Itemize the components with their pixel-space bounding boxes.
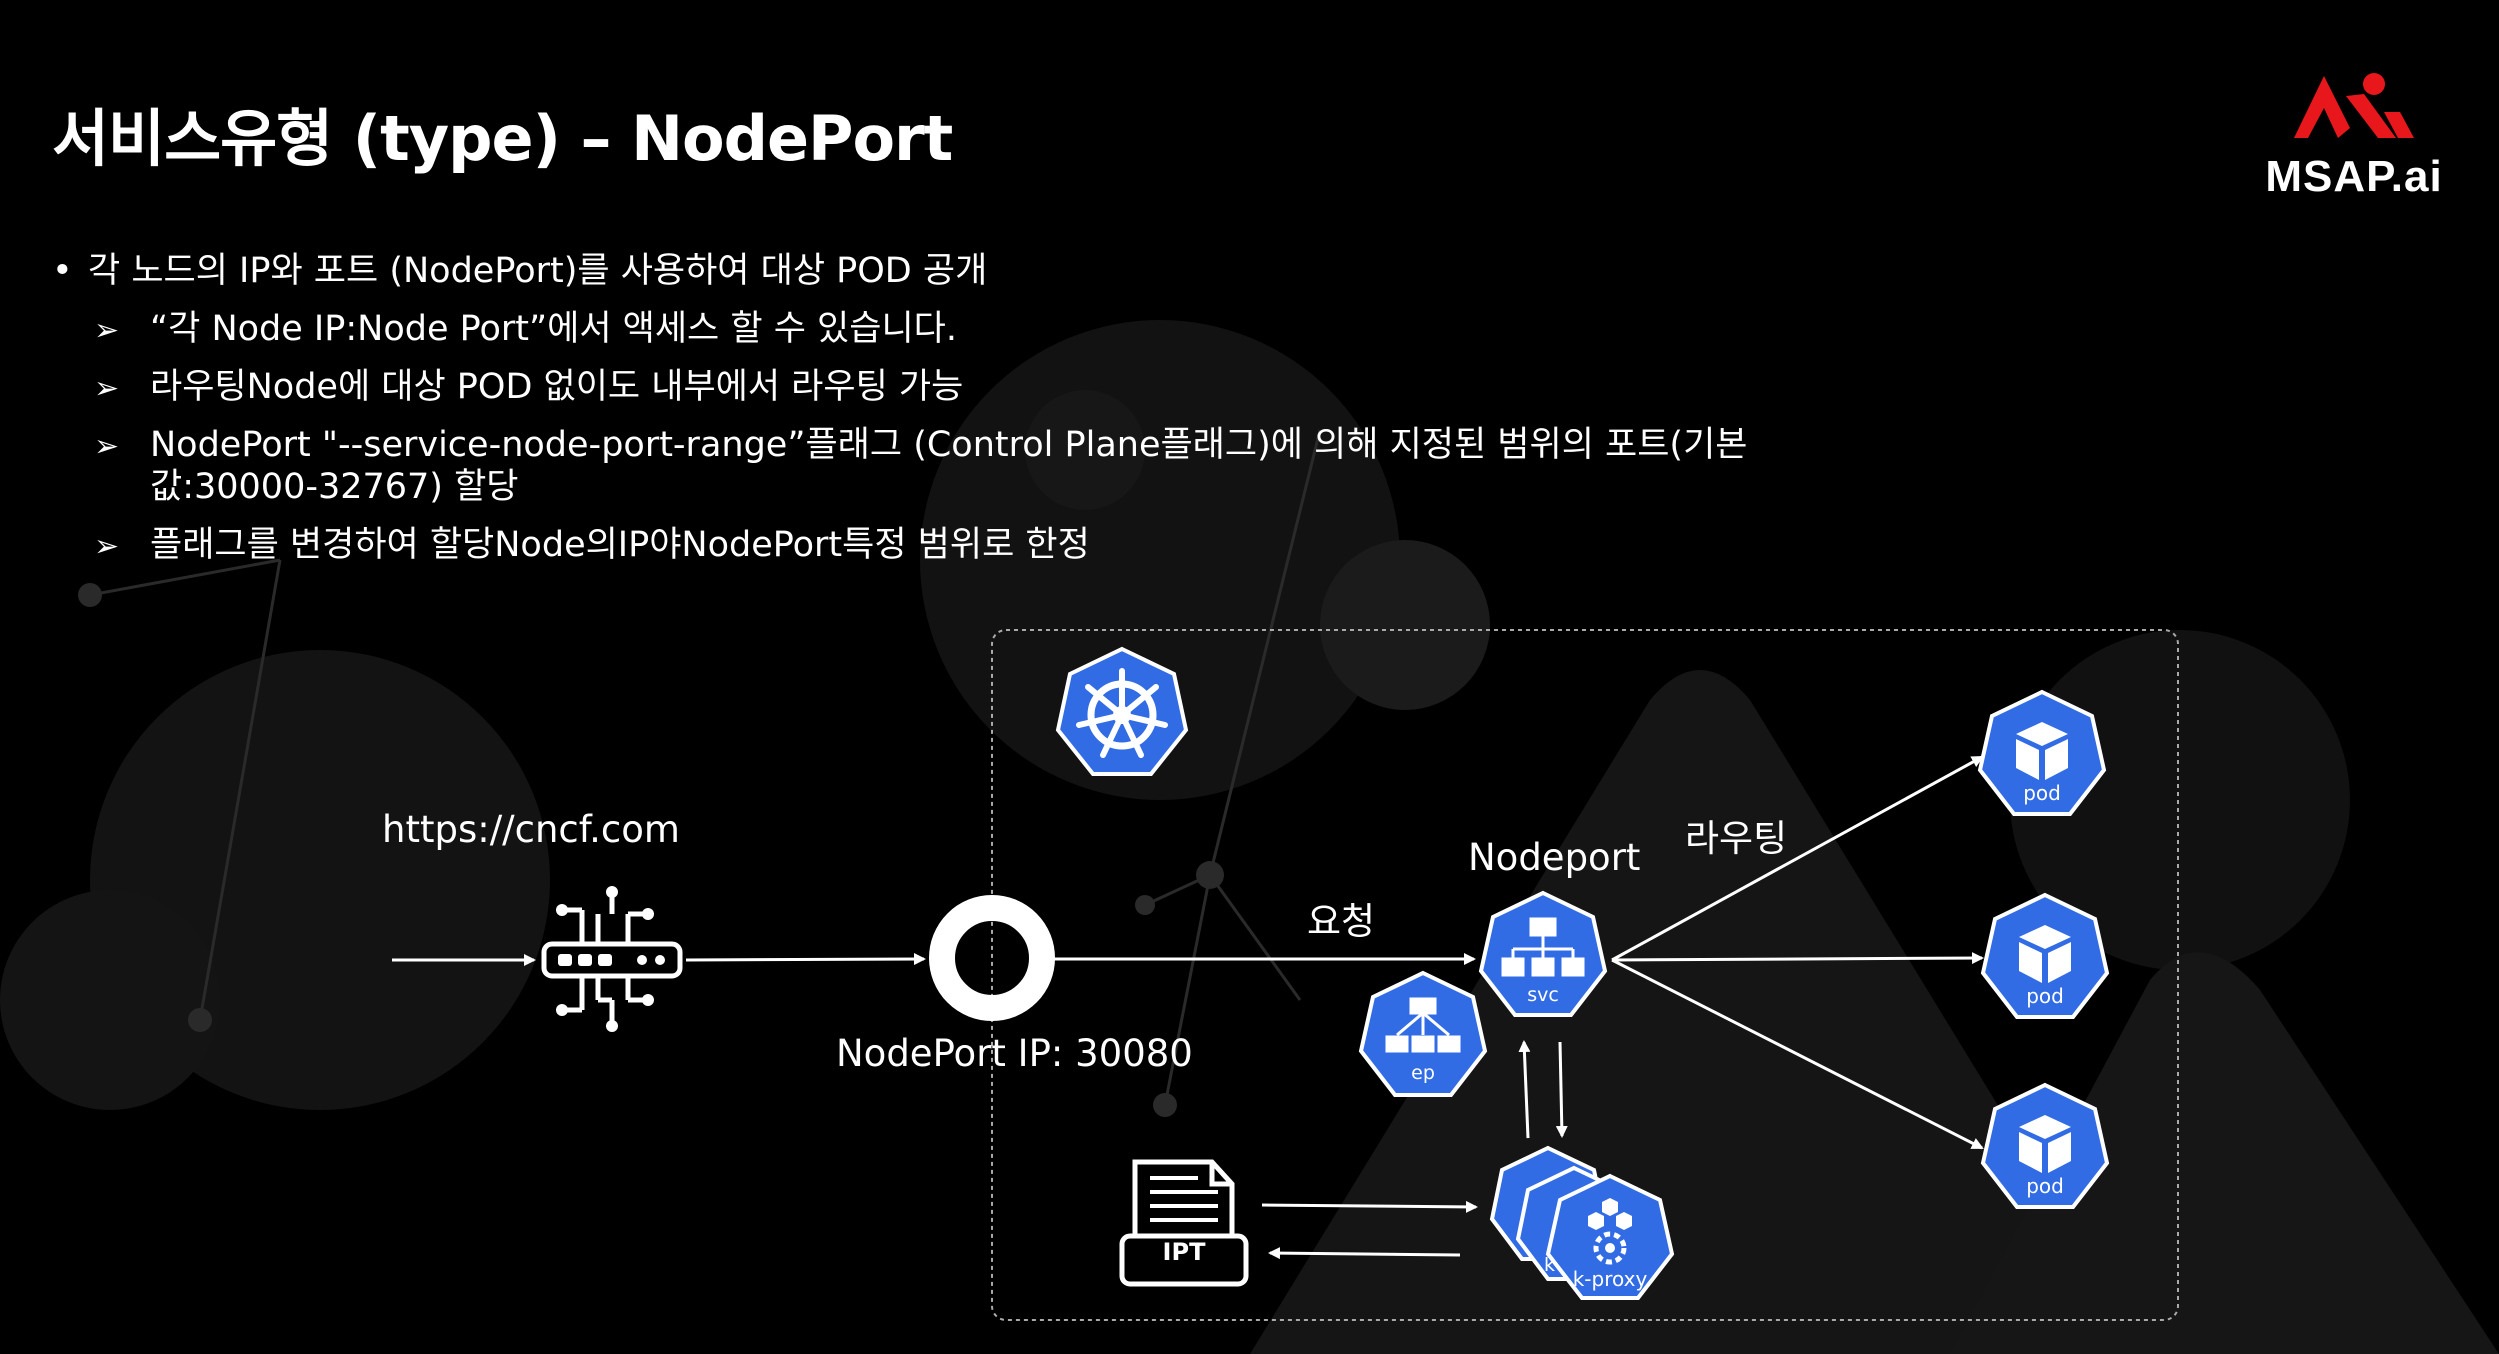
kube-proxy-stack-icon: k k-proxy	[1489, 1145, 1675, 1300]
bullet-dot: •	[52, 251, 73, 291]
gateway-icon	[541, 886, 683, 1032]
arrow-bullet-icon: ➢	[94, 371, 120, 406]
request-label: 요청	[1307, 900, 1376, 943]
pod-label: pod	[2026, 1174, 2064, 1198]
kubernetes-logo-icon	[1055, 646, 1189, 776]
sub-bullet: ➢ 플래그를 변경하여 할당Node의IP야NodePort특정 범위로 한정	[94, 524, 1090, 568]
sub-bullet: ➢ “각 Node IP:Node Port”에서 액세스 할 수 있습니다.	[94, 308, 957, 352]
service-svc-icon: svc	[1478, 890, 1608, 1017]
nodeport-ring-icon	[929, 895, 1055, 1021]
url-label: https://cncf.com	[382, 808, 680, 851]
kproxy-partial-label: k	[1544, 1254, 1555, 1276]
bullet-main-text: 각 노드의 IP와 포트 (NodePort)를 사용하여 대상 POD 공개	[88, 251, 988, 291]
sub-bullet-continuation: 값:30000-32767) 할당	[94, 466, 518, 508]
nodeport-label: Nodeport	[1468, 836, 1641, 879]
sub-bullet: ➢ NodePort "--service-node-port-range”플래그…	[94, 424, 1748, 468]
sub-bullet-text: 플래그를 변경하여 할당Node의IP야NodePort특정 범위로 한정	[150, 525, 1090, 565]
kproxy-label: k-proxy	[1573, 1267, 1648, 1291]
endpoint-ep-icon: ep	[1358, 970, 1488, 1097]
iptables-document-icon: IPT	[1119, 1159, 1249, 1287]
pod-icon: pod	[1977, 689, 2107, 816]
routing-label: 라우팅	[1685, 817, 1788, 860]
svc-label: svc	[1527, 984, 1559, 1006]
sub-bullet-text: “각 Node IP:Node Port”에서 액세스 할 수 있습니다.	[150, 309, 957, 349]
ipt-label: IPT	[1163, 1238, 1207, 1266]
pod-icon: pod	[1980, 1082, 2110, 1209]
pod-icon: pod	[1980, 892, 2110, 1019]
sub-bullet: ➢ 라우팅Node에 대상 POD 없이도 내부에서 라우팅 가능	[94, 366, 963, 410]
bullet-main: • 각 노드의 IP와 포트 (NodePort)를 사용하여 대상 POD 공개	[52, 250, 987, 292]
arrow-bullet-icon: ➢	[94, 529, 120, 564]
sub-bullet-text: 값:30000-32767) 할당	[150, 467, 519, 507]
msap-logo-icon	[2294, 73, 2414, 138]
pod-label: pod	[2026, 984, 2064, 1008]
ep-label: ep	[1411, 1062, 1435, 1084]
nodeport-ip-label: NodePort IP: 30080	[836, 1032, 1193, 1075]
flow-arrows	[392, 755, 1984, 1260]
sub-bullet-text: 라우팅Node에 대상 POD 없이도 내부에서 라우팅 가능	[150, 367, 964, 407]
arrow-bullet-icon: ➢	[94, 429, 120, 464]
cluster-boundary	[991, 629, 2179, 1321]
pod-label: pod	[2023, 781, 2061, 805]
page-title: 서비스유형 (type) – NodePort	[52, 102, 953, 175]
brand-logo: MSAP.ai	[2228, 66, 2480, 206]
arrow-bullet-icon: ➢	[94, 313, 120, 348]
logo-text: MSAP.ai	[2265, 152, 2443, 201]
sub-bullet-text: NodePort "--service-node-port-range”플래그 …	[150, 425, 1748, 465]
